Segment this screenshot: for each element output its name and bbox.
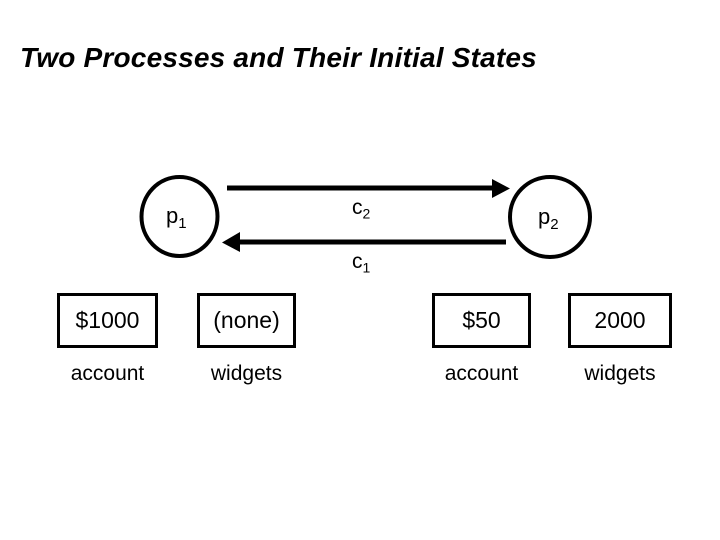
state-box-value: $1000 bbox=[75, 307, 140, 333]
state-box-widgets-p2: 2000 bbox=[568, 293, 672, 348]
state-box-value: 2000 bbox=[594, 307, 646, 333]
process-node-p1[interactable] bbox=[139, 175, 220, 258]
channel-label-c2: c2 bbox=[352, 196, 371, 222]
state-caption-account-p1: account bbox=[70, 362, 145, 385]
state-box-value: (none) bbox=[213, 307, 280, 333]
page-title: Two Processes and Their Initial States bbox=[20, 42, 537, 73]
state-box-widgets-p1: (none) bbox=[197, 293, 296, 348]
state-box-value: $50 bbox=[462, 307, 501, 333]
process-node-p2[interactable] bbox=[508, 175, 592, 259]
state-caption-account-p2: account bbox=[444, 362, 519, 385]
channel-arrow-c1[interactable] bbox=[222, 232, 506, 252]
process-node-label-p1: p1 bbox=[166, 203, 187, 232]
state-box-account-p2: $50 bbox=[432, 293, 531, 348]
process-node-label-p2: p2 bbox=[538, 204, 559, 233]
channel-arrow-c2[interactable] bbox=[227, 179, 510, 198]
channel-label-c1: c1 bbox=[352, 250, 371, 276]
state-caption-widgets-p1: widgets bbox=[210, 362, 283, 385]
state-box-account-p1: $1000 bbox=[57, 293, 158, 348]
state-caption-widgets-p2: widgets bbox=[584, 362, 656, 385]
